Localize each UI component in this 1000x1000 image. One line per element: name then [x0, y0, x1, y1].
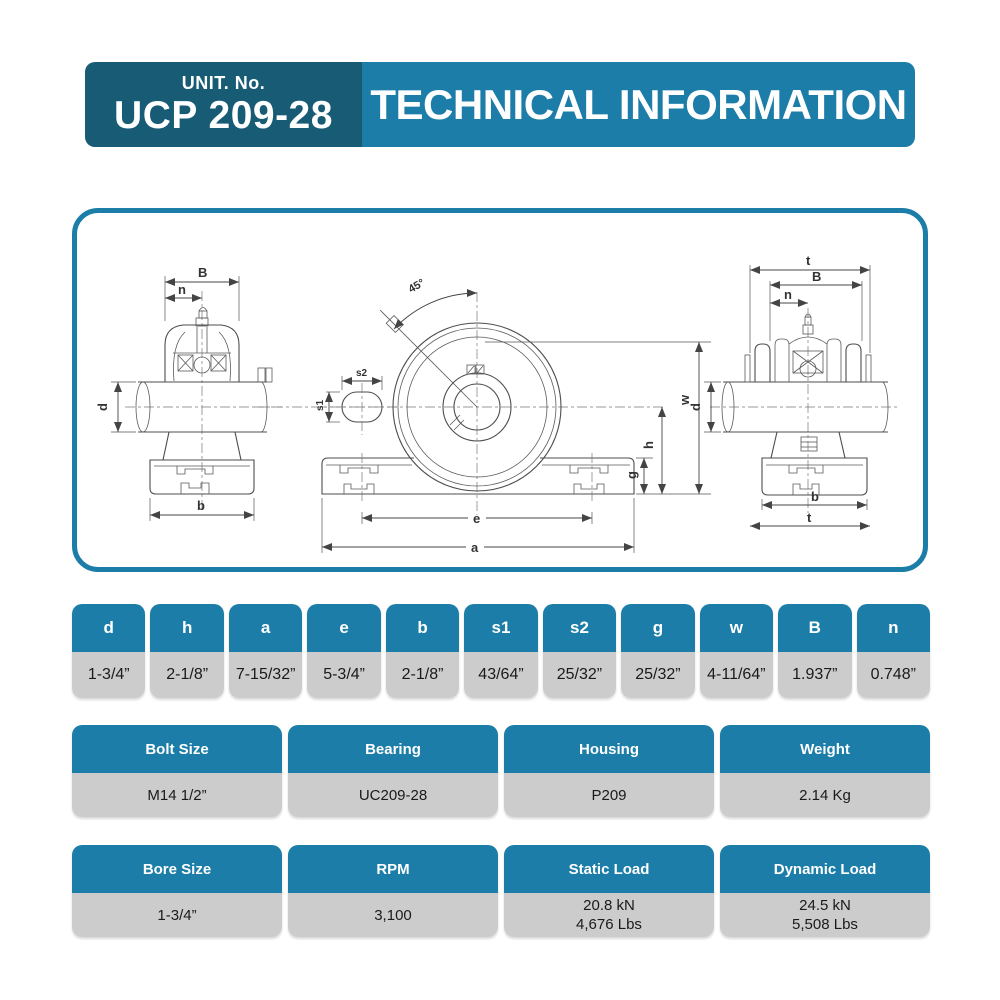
column-header: B — [778, 604, 852, 652]
column-value: 20.8 kN 4,676 Lbs — [504, 893, 714, 937]
dimension-column-a: a 7-15/32” — [228, 604, 303, 698]
dimension-column-s1: s1 43/64” — [464, 604, 538, 698]
dim-label-n-left: n — [178, 282, 186, 297]
dim-label-d-left: d — [95, 403, 110, 411]
dimension-table: d 1-3/4” h 2-1/8” a 7-15/32” e 5-3/4” b … — [72, 604, 930, 698]
column-header: d — [72, 604, 146, 652]
column-header: s2 — [542, 604, 617, 652]
unit-label: UNIT. No. — [181, 72, 266, 93]
column-header: s1 — [464, 604, 538, 652]
unit-number-box: UNIT. No. UCP 209-28 — [85, 62, 362, 147]
column-value: 5-3/4” — [307, 652, 381, 698]
column-value: 0.748” — [856, 652, 930, 698]
dimension-column-h: h 2-1/8” — [150, 604, 224, 698]
dimension-column-e: e 5-3/4” — [307, 604, 381, 698]
column-header: RPM — [288, 845, 498, 893]
column-value: 1-3/4” — [72, 893, 282, 937]
column-value: 43/64” — [464, 652, 538, 698]
performance-table: Bore Size 1-3/4” RPM 3,100 Static Load 2… — [72, 845, 930, 937]
dimension-column-n: n 0.748” — [856, 604, 930, 698]
column-header: Bearing — [288, 725, 498, 773]
dim-label-g: g — [624, 471, 639, 479]
column-header: Bolt Size — [72, 725, 282, 773]
column-value: 4-11/64” — [699, 652, 774, 698]
dimension-column-s2: s2 25/32” — [542, 604, 617, 698]
dim-label-a: a — [471, 540, 479, 555]
perf-column-rpm: RPM 3,100 — [288, 845, 498, 937]
column-value: 3,100 — [288, 893, 498, 937]
column-value: M14 1/2” — [72, 773, 282, 817]
dim-label-B-side: B — [812, 269, 821, 284]
dimension-column-w: w 4-11/64” — [699, 604, 774, 698]
column-value: 1-3/4” — [72, 652, 146, 698]
column-header: a — [228, 604, 303, 652]
value-line1: 24.5 kN — [799, 897, 851, 914]
dimension-column-g: g 25/32” — [621, 604, 695, 698]
column-header: g — [621, 604, 695, 652]
dimension-column-b: b 2-1/8” — [385, 604, 460, 698]
dim-label-d-side: d — [688, 403, 703, 411]
dim-label-n-side: n — [784, 287, 792, 302]
value-line1: 1-3/4” — [157, 906, 197, 924]
dim-label-s2: s2 — [356, 368, 368, 379]
column-value: 7-15/32” — [228, 652, 303, 698]
dim-label-b-side: b — [811, 489, 819, 504]
bearing-technical-drawing: B n d b 45° — [95, 253, 897, 555]
perf-column-static-load: Static Load 20.8 kN 4,676 Lbs — [504, 845, 714, 937]
angle-label: 45° — [407, 277, 427, 296]
dim-label-t-bottom: t — [807, 510, 812, 525]
technical-drawing-frame: B n d b 45° — [72, 208, 928, 572]
column-value: 1.937” — [778, 652, 852, 698]
value-line1: 3,100 — [374, 906, 412, 924]
column-value: 2.14 Kg — [720, 773, 930, 817]
dim-label-s1: s1 — [315, 399, 326, 411]
dim-label-B-left: B — [198, 265, 207, 280]
column-header: Bore Size — [72, 845, 282, 893]
column-header: Dynamic Load — [720, 845, 930, 893]
front-view: 45° s2 s1 w h g — [254, 277, 711, 555]
side-view: t B n d b t — [688, 253, 897, 530]
dim-label-b-left: b — [197, 498, 205, 513]
perf-column-dynamic-load: Dynamic Load 24.5 kN 5,508 Lbs — [720, 845, 930, 937]
column-header: Weight — [720, 725, 930, 773]
header-banner: UNIT. No. UCP 209-28 TECHNICAL INFORMATI… — [85, 62, 915, 147]
column-header: w — [699, 604, 774, 652]
column-header: h — [150, 604, 224, 652]
column-value: 25/32” — [621, 652, 695, 698]
dim-label-t-top: t — [806, 253, 811, 268]
column-value: UC209-28 — [288, 773, 498, 817]
value-line2: 5,508 Lbs — [792, 916, 858, 933]
dimension-column-B: B 1.937” — [778, 604, 852, 698]
column-value: 2-1/8” — [150, 652, 224, 698]
page-title: TECHNICAL INFORMATION — [362, 62, 915, 147]
value-line1: 20.8 kN — [583, 897, 635, 914]
left-view: B n d b — [95, 265, 282, 521]
column-value: 25/32” — [542, 652, 617, 698]
column-header: e — [307, 604, 381, 652]
dim-label-w: w — [677, 394, 692, 406]
spec-column-bolt-size: Bolt Size M14 1/2” — [72, 725, 282, 817]
column-header: n — [856, 604, 930, 652]
column-header: b — [385, 604, 460, 652]
column-value: 24.5 kN 5,508 Lbs — [720, 893, 930, 937]
spec-table: Bolt Size M14 1/2” Bearing UC209-28 Hous… — [72, 725, 930, 817]
unit-number: UCP 209-28 — [114, 93, 333, 137]
spec-column-housing: Housing P209 — [504, 725, 714, 817]
dim-label-e: e — [473, 511, 480, 526]
column-value: P209 — [504, 773, 714, 817]
dim-label-h: h — [641, 441, 656, 449]
dimension-column-d: d 1-3/4” — [72, 604, 146, 698]
perf-column-bore-size: Bore Size 1-3/4” — [72, 845, 282, 937]
column-header: Housing — [504, 725, 714, 773]
spec-column-bearing: Bearing UC209-28 — [288, 725, 498, 817]
column-value: 2-1/8” — [385, 652, 460, 698]
column-header: Static Load — [504, 845, 714, 893]
spec-column-weight: Weight 2.14 Kg — [720, 725, 930, 817]
value-line2: 4,676 Lbs — [576, 916, 642, 933]
